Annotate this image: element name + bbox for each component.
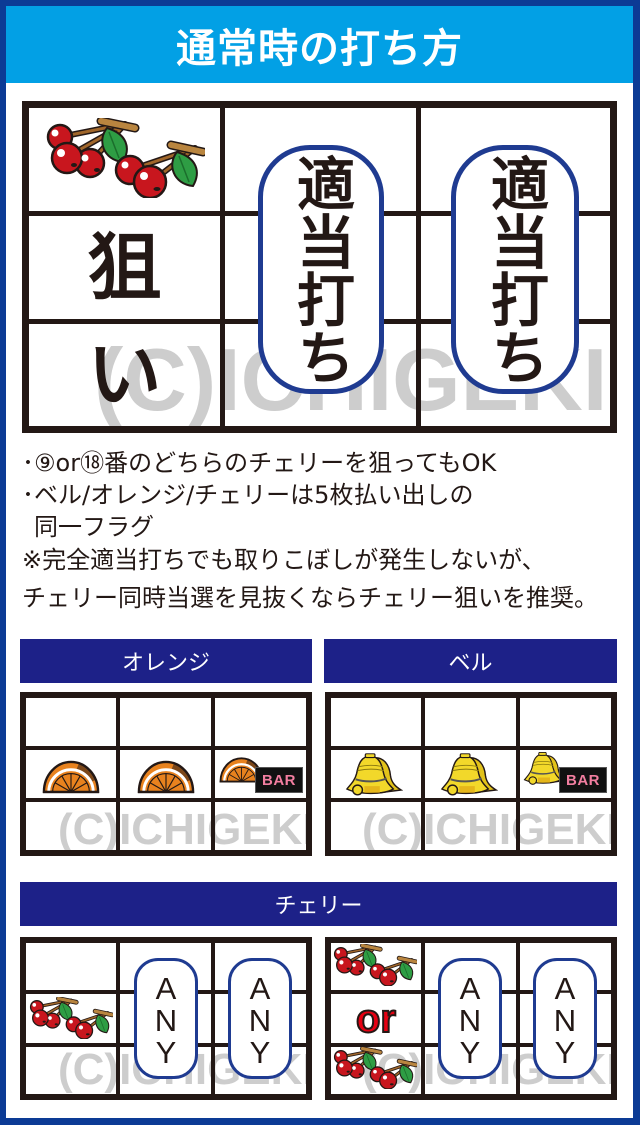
any-label: ANY: [242, 970, 278, 1067]
watermark: (C)ICHIGEKI: [362, 805, 619, 854]
orange-section-header: オレンジ: [20, 639, 312, 683]
aim-char-1: 狙: [87, 224, 162, 311]
grid-divider: [211, 937, 215, 1100]
bar-label: BAR: [566, 771, 600, 789]
any-pill: ANY: [228, 958, 292, 1079]
bar-label: BAR: [262, 771, 296, 789]
bell-reel-grid: [325, 692, 617, 856]
note-line-2: ･ベル/オレンジ/チェリーは5枚払い出しの: [22, 481, 474, 509]
any-pill: ANY: [438, 958, 502, 1079]
grid-divider: [20, 798, 312, 802]
cherry-icon: [333, 943, 417, 987]
grid-divider: [211, 692, 215, 856]
center-pill-label: 適当打ち: [287, 153, 355, 386]
grid-divider: [116, 692, 120, 856]
cherry-icon: [29, 996, 113, 1040]
cherry-icon: [45, 118, 205, 198]
bell-section-header: ベル: [324, 639, 617, 683]
any-label: ANY: [148, 970, 184, 1067]
cherry-pattern-left-grid: [20, 937, 312, 1100]
main-reel-grid: [22, 101, 617, 433]
page-title: 通常時の打ち方: [176, 25, 463, 72]
orange-icon: [42, 754, 100, 795]
center-reel-random-pill: 適当打ち: [258, 145, 384, 394]
orange-reel-grid: [20, 692, 312, 856]
note-line-1: ･⑨or⑱番のどちらのチェリーを狙ってもOK: [22, 449, 497, 477]
grid-divider: [421, 692, 425, 856]
bar-icon: BAR: [255, 767, 303, 793]
title-bar: 通常時の打ち方: [6, 6, 633, 83]
grid-divider: [325, 746, 617, 750]
grid-divider: [416, 101, 421, 433]
grid-divider: [516, 692, 520, 856]
right-reel-random-pill: 適当打ち: [451, 145, 579, 394]
aim-char-2: い: [87, 332, 162, 418]
bar-icon: BAR: [559, 767, 607, 793]
grid-divider: [116, 937, 120, 1100]
watermark: (C)ICHIGEKI: [58, 805, 315, 854]
orange-section-title: オレンジ: [121, 651, 210, 676]
grid-divider: [20, 746, 312, 750]
note-line-5: チェリー同時当選を見抜くならチェリー狙いを推奨。: [22, 584, 598, 612]
grid-divider: [325, 798, 617, 802]
or-label: or: [355, 996, 397, 1041]
cherry-pattern-right-grid: [325, 937, 617, 1100]
bell-section-title: ベル: [448, 651, 493, 676]
cherry-section-title: チェリー: [274, 894, 363, 919]
grid-divider: [220, 101, 225, 433]
cherry-icon: [333, 1046, 417, 1090]
any-pill: ANY: [134, 958, 198, 1079]
note-line-3: 同一フラグ: [34, 513, 154, 541]
cherry-section-header: チェリー: [20, 882, 617, 926]
grid-divider: [421, 937, 425, 1100]
bell-icon: [345, 753, 403, 796]
any-pill: ANY: [533, 958, 597, 1079]
orange-icon: [137, 754, 195, 795]
any-label: ANY: [452, 970, 488, 1067]
note-line-4: ※完全適当打ちでも取りこぼしが発生しないが、: [22, 546, 546, 574]
bell-icon: [440, 753, 498, 796]
any-label: ANY: [547, 970, 583, 1067]
grid-divider: [516, 937, 520, 1100]
right-pill-label: 適当打ち: [481, 153, 549, 386]
